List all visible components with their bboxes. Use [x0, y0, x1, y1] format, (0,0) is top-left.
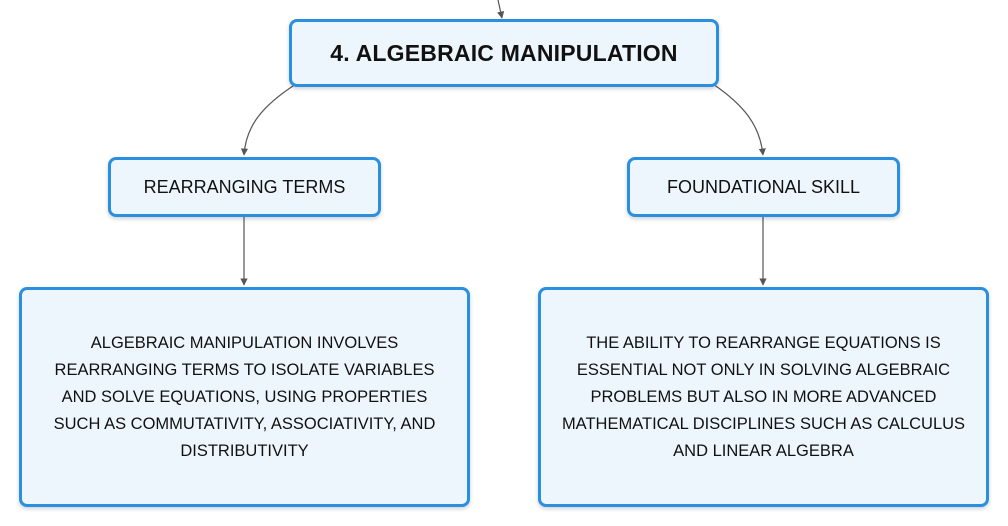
- connector-root-to-foundational-skill: [712, 83, 766, 156]
- root-node[interactable]: 4. ALGEBRAIC MANIPULATION: [289, 19, 719, 87]
- rearranging-terms-label: REARRANGING TERMS: [143, 176, 346, 197]
- connector-incoming: [497, 0, 505, 19]
- foundational-skill-node[interactable]: FOUNDATIONAL SKILL: [627, 157, 900, 217]
- connector-root-to-rearranging-terms: [240, 83, 297, 156]
- foundational-skill-detail-text: THE ABILITY TO REARRANGE EQUATIONS IS ES…: [561, 333, 966, 460]
- rearranging-terms-detail-text: ALGEBRAIC MANIPULATION INVOLVES REARRANG…: [53, 333, 436, 460]
- rearranging-terms-detail-node[interactable]: ALGEBRAIC MANIPULATION INVOLVES REARRANG…: [19, 287, 470, 507]
- root-node-label: 4. ALGEBRAIC MANIPULATION: [330, 39, 678, 66]
- rearranging-terms-node[interactable]: REARRANGING TERMS: [108, 157, 381, 217]
- foundational-skill-label: FOUNDATIONAL SKILL: [666, 176, 861, 197]
- foundational-skill-detail-node[interactable]: THE ABILITY TO REARRANGE EQUATIONS IS ES…: [538, 287, 989, 507]
